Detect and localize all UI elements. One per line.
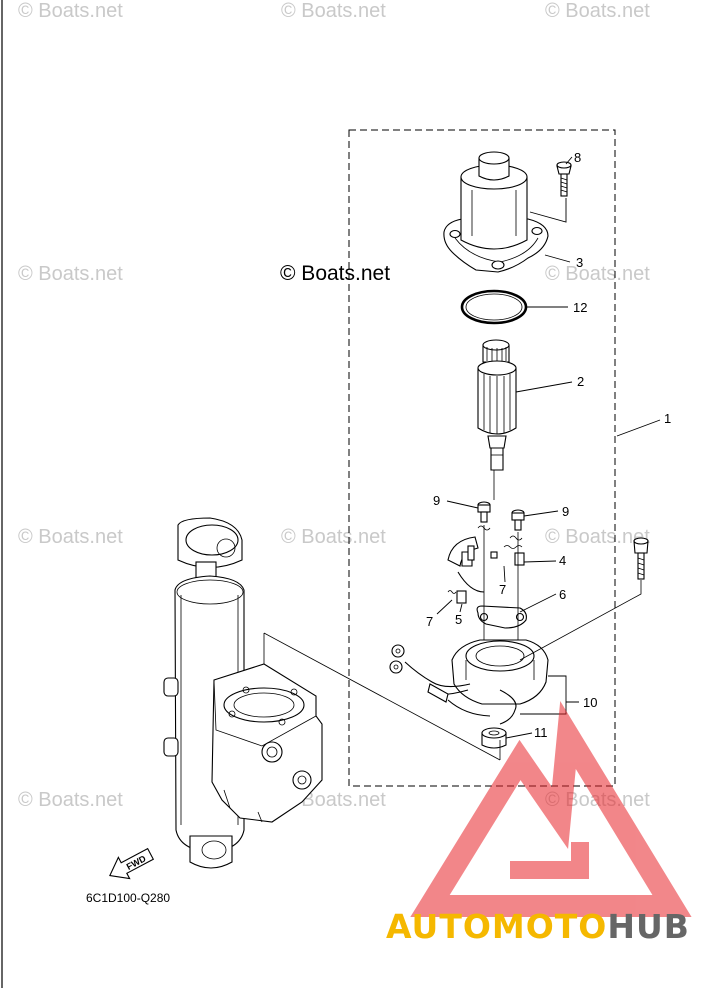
clip	[509, 535, 523, 541]
watermark-text: © Boats.net	[18, 789, 123, 811]
guide-line	[263, 632, 501, 761]
watermark-text: © Boats.net	[545, 0, 650, 22]
watermark-text: © Boats.net	[18, 526, 123, 548]
guide-line	[519, 580, 642, 661]
plate-6	[476, 605, 527, 629]
forward-arrow: FWD	[109, 847, 155, 880]
assembly-guides	[483, 470, 519, 640]
watermark-text: © Boats.net	[18, 0, 123, 22]
automotohub-logo	[410, 701, 692, 917]
bolt	[633, 537, 649, 580]
watermark-text: © Boats.net	[545, 526, 650, 548]
callout-6: 6	[559, 587, 566, 602]
base-assembly-10	[389, 639, 549, 725]
callouts: 8 3 12 2 1 9 9 4 7 6 7 5 10 11	[426, 150, 671, 740]
brush-holder-4	[447, 536, 525, 593]
callout-10: 10	[583, 695, 597, 710]
callout-8: 8	[574, 150, 581, 165]
watermark-text: © Boats.net	[545, 263, 650, 285]
callout-7-right: 7	[499, 582, 506, 597]
logo-g-mark	[510, 842, 589, 879]
motor-3	[443, 151, 549, 273]
brush-5	[447, 590, 467, 604]
screw-8	[556, 161, 572, 197]
callout-9-right: 9	[562, 504, 569, 519]
callout-11: 11	[534, 725, 548, 740]
copyright-text: © Boats.net	[280, 262, 390, 285]
watermark-text: © Boats.net	[18, 263, 123, 285]
screw-9-left	[477, 501, 491, 523]
callout-3: 3	[576, 255, 583, 270]
callout-2: 2	[577, 374, 584, 389]
logo-triangle-mark	[410, 701, 692, 917]
screw-9-right	[511, 509, 525, 531]
diagram-code: 6C1D100-Q280	[86, 891, 170, 905]
brand-part2: HUB	[607, 907, 690, 946]
assembly-boundary	[348, 129, 616, 787]
armature-2	[477, 339, 517, 471]
callout-12: 12	[573, 300, 587, 315]
brand-wordmark: AUTOMOTOHUB	[386, 907, 690, 946]
watermarks: © Boats.net © Boats.net © Boats.net © Bo…	[18, 0, 650, 811]
grommet-11	[481, 727, 507, 749]
watermark-text: © Boats.net	[281, 0, 386, 22]
tilt-cylinder-assembly	[163, 517, 323, 869]
callout-4: 4	[559, 553, 566, 568]
callout-9-left: 9	[433, 493, 440, 508]
callout-1: 1	[664, 411, 671, 426]
callout-7-left: 7	[426, 614, 433, 629]
callout-5: 5	[455, 612, 462, 627]
o-ring-12	[460, 289, 528, 325]
brand-part1: AUTOMOTO	[386, 907, 607, 946]
watermark-text: © Boats.net	[281, 526, 386, 548]
